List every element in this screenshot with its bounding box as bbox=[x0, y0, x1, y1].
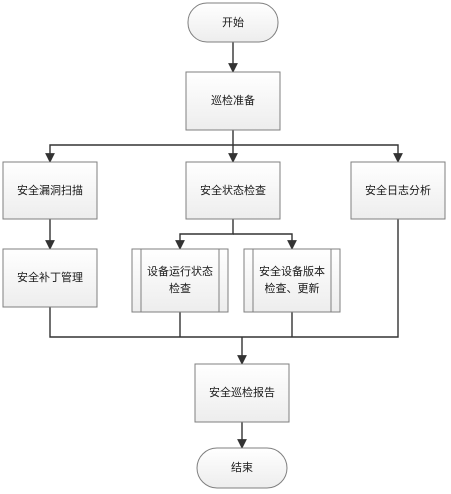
node-version-check-line2: 检查、更新 bbox=[265, 281, 320, 295]
node-patch-mgmt: 安全补丁管理 bbox=[2, 248, 98, 308]
node-log-analysis: 安全日志分析 bbox=[350, 161, 446, 220]
node-report-label: 安全巡检报告 bbox=[209, 385, 275, 399]
arrow-prepare-to-vuln-scan bbox=[45, 130, 234, 163]
node-log-analysis-label: 安全日志分析 bbox=[365, 183, 431, 197]
node-prepare-label: 巡检准备 bbox=[211, 93, 255, 107]
node-start: 开始 bbox=[187, 2, 279, 43]
node-status-check-label: 安全状态检查 bbox=[200, 183, 266, 197]
node-end: 结束 bbox=[196, 447, 288, 489]
node-version-check-line1: 安全设备版本 bbox=[259, 264, 325, 278]
arrow-status-to-device-status bbox=[175, 219, 234, 250]
node-report: 安全巡检报告 bbox=[194, 363, 290, 423]
node-prepare: 巡检准备 bbox=[185, 71, 281, 131]
node-device-status-line1: 设备运行状态 bbox=[147, 264, 213, 278]
arrow-prepare-to-log-analysis bbox=[233, 144, 403, 163]
node-start-label: 开始 bbox=[222, 15, 244, 29]
node-vuln-scan-label: 安全漏洞扫描 bbox=[17, 183, 83, 197]
line-log-analysis-down bbox=[242, 219, 399, 338]
line-patch-down bbox=[49, 307, 242, 338]
node-device-status-line2: 检查 bbox=[169, 281, 191, 295]
node-patch-mgmt-label: 安全补丁管理 bbox=[17, 270, 83, 284]
connectors bbox=[45, 42, 403, 449]
arrow-status-to-version-check bbox=[233, 233, 297, 250]
node-device-status: 设备运行状态 检查 bbox=[131, 248, 229, 313]
node-version-check: 安全设备版本 检查、更新 bbox=[243, 248, 341, 313]
node-vuln-scan: 安全漏洞扫描 bbox=[2, 161, 98, 220]
node-end-label: 结束 bbox=[231, 461, 253, 474]
node-status-check: 安全状态检查 bbox=[185, 161, 281, 220]
